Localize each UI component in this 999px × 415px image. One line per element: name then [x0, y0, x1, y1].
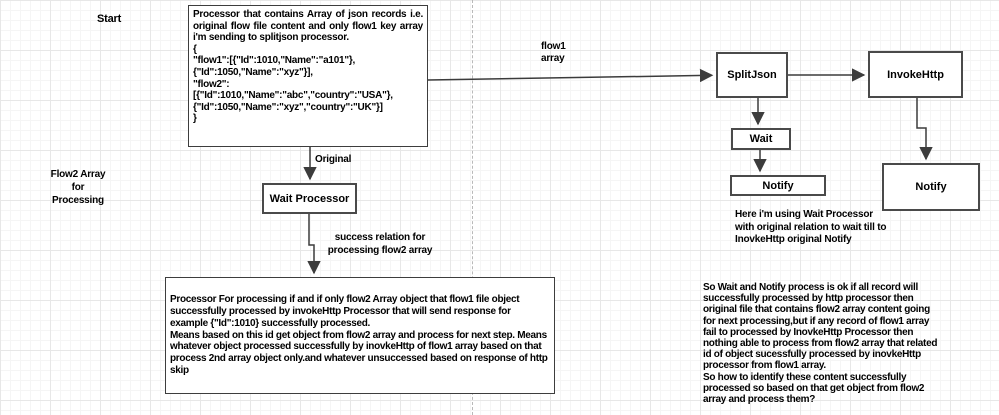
flow2-array-label[interactable]: Flow2 Array for Processing: [50, 169, 106, 206]
flow2-processor-description: Processor For processing if and if only …: [170, 294, 548, 376]
source-processor-json: { "flow1":[{"Id":1010,"Name":"a101"}, {"…: [193, 43, 393, 125]
node-invokehttp-label: InvokeHttp: [887, 68, 944, 81]
flow1-array-edge-label[interactable]: flow1 array: [541, 41, 566, 64]
node-splitjson-label: SplitJson: [727, 69, 777, 81]
wait-processor-note[interactable]: Here i'm using Wait Processor with origi…: [735, 209, 887, 246]
question-note[interactable]: So Wait and Notify process is ok if all …: [703, 282, 938, 406]
node-splitjson[interactable]: SplitJson: [716, 52, 788, 98]
node-notify-after-invoke-label: Notify: [915, 181, 947, 193]
node-notify-after-invoke[interactable]: Notify: [882, 163, 980, 211]
node-wait-processor-label: Wait Processor: [269, 192, 350, 205]
node-notify-after-wait-label: Notify: [762, 179, 794, 192]
node-invokehttp[interactable]: InvokeHttp: [868, 51, 963, 98]
node-notify-after-wait[interactable]: Notify: [730, 175, 826, 196]
node-flow2-processor[interactable]: Processor For processing if and if only …: [165, 277, 555, 394]
node-wait[interactable]: Wait: [731, 128, 791, 150]
edge-source-to-splitjson[interactable]: [427, 68, 714, 83]
success-relation-edge-label[interactable]: success relation for processing flow2 ar…: [327, 232, 433, 256]
start-label[interactable]: Start: [97, 13, 122, 25]
node-wait-processor[interactable]: Wait Processor: [262, 183, 357, 214]
source-processor-description: Processor that contains Array of json re…: [193, 9, 423, 44]
original-edge-label[interactable]: Original: [315, 154, 352, 165]
node-source-processor[interactable]: Processor that contains Array of json re…: [188, 5, 428, 147]
edge-waitprocessor-to-flow2processor[interactable]: [307, 214, 321, 275]
edge-invokehttp-to-notify[interactable]: [916, 98, 933, 161]
node-wait-label: Wait: [749, 133, 773, 145]
page-boundary-guide: [472, 0, 473, 415]
